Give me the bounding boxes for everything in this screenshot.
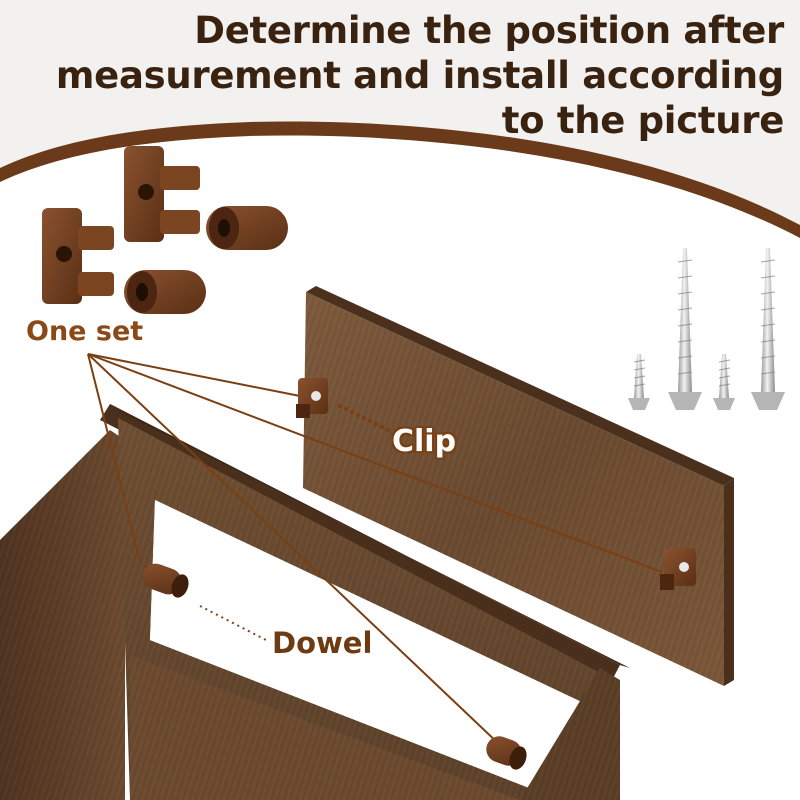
screw-set — [628, 248, 785, 410]
clip-icon — [660, 548, 696, 590]
dowel-icon — [206, 206, 288, 250]
headline-line-2: measurement and install according — [55, 54, 784, 97]
dowel-icon — [124, 270, 206, 314]
wood-panel-icon — [303, 286, 734, 686]
clip-icon — [124, 146, 200, 242]
headline-line-3: to the picture — [501, 99, 785, 142]
header-background — [0, 0, 800, 225]
headline: Determine the position after measurement… — [24, 8, 784, 143]
dowel-icon — [486, 736, 527, 770]
clip-label: Clip — [392, 424, 457, 459]
dowel-icon — [142, 563, 189, 598]
leader-lines — [87, 353, 663, 746]
screw-icon — [628, 354, 650, 410]
dowel-label: Dowel — [272, 626, 373, 660]
screw-icon — [751, 248, 785, 410]
clip-icon — [42, 208, 114, 304]
headline-line-1: Determine the position after — [194, 9, 784, 52]
screw-icon — [668, 248, 702, 410]
clip-icon — [296, 378, 328, 418]
screw-icon — [713, 354, 735, 410]
one-set-label: One set — [26, 316, 144, 347]
cabinet-icon — [0, 404, 630, 800]
dowel-dotted-line — [199, 605, 267, 641]
dotted-lines — [337, 403, 391, 433]
hardware-set — [42, 146, 288, 314]
